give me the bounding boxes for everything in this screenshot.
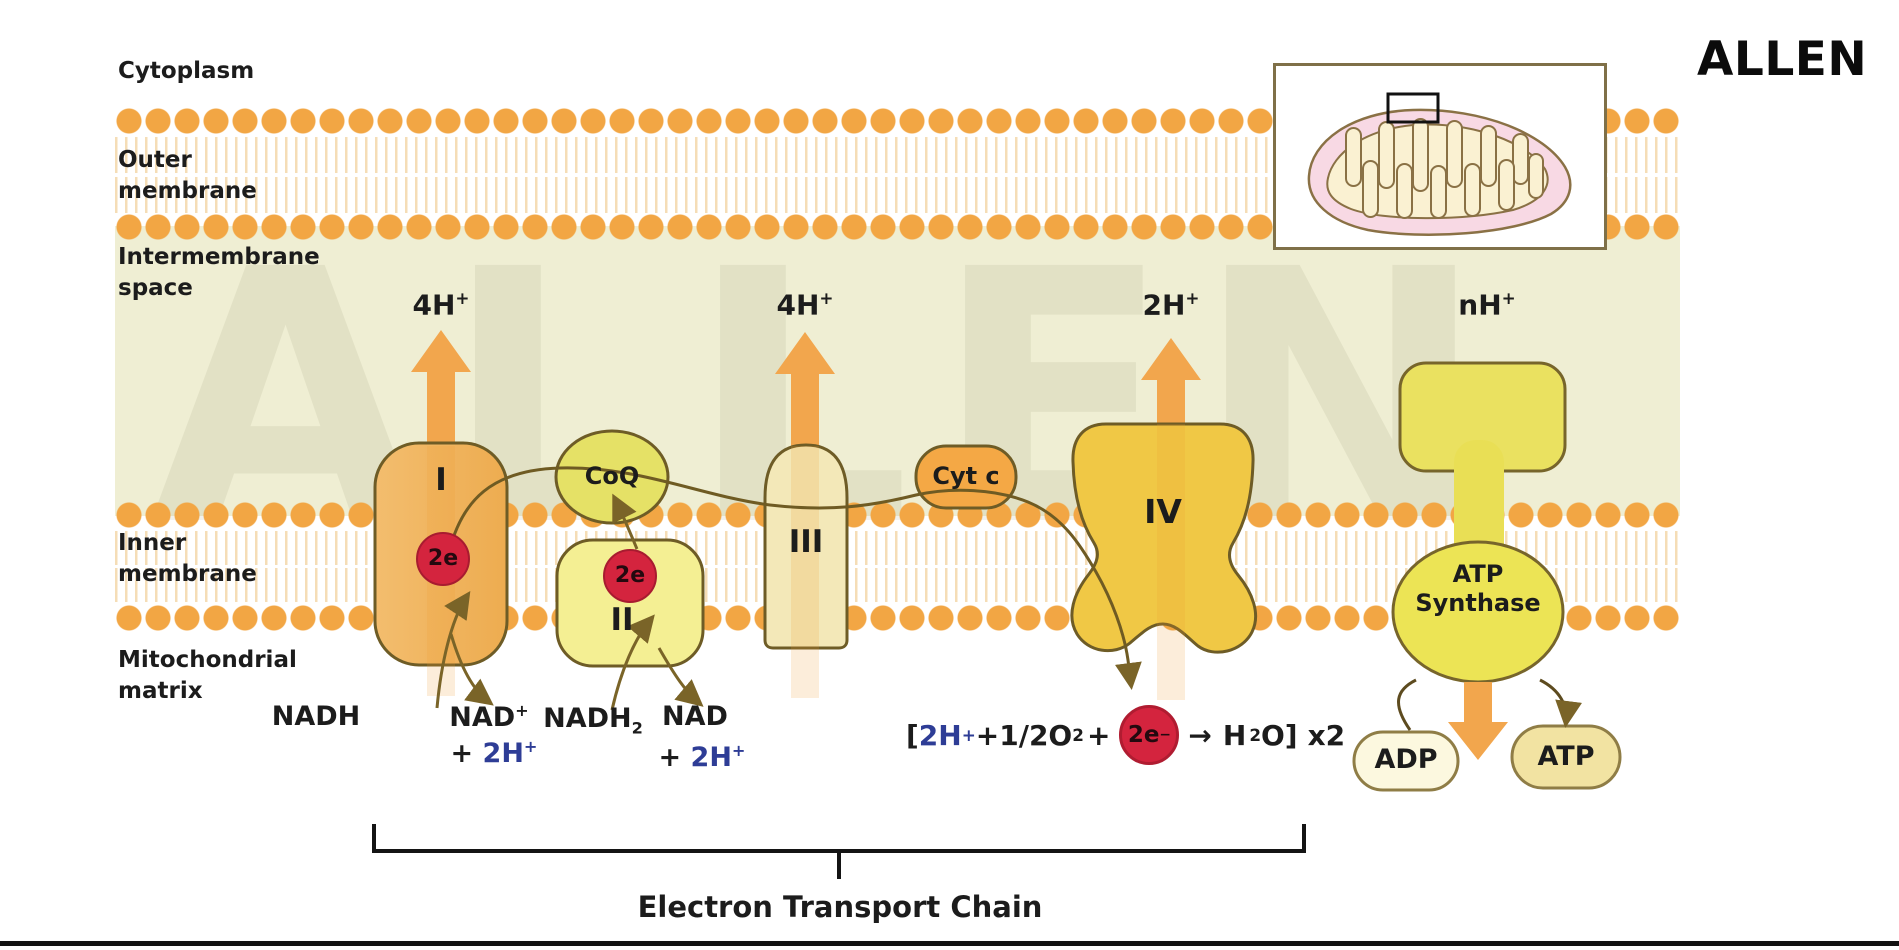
complex-3-body (763, 443, 849, 650)
label-cytoplasm: Cytoplasm (118, 56, 254, 87)
label-2h2-base: 2H (690, 742, 732, 773)
label-plus-2h-2: + 2H+ (659, 741, 746, 773)
label-2h1-base: 2H (482, 738, 524, 769)
label-atp-synthase-line2: Synthase (1415, 589, 1541, 617)
label-2h1-sup: + (523, 737, 538, 756)
reaction-plus: + (1086, 718, 1111, 752)
label-4h-complex3: 4H+ (777, 288, 834, 321)
label-nh-base: nH (1458, 288, 1502, 322)
coq-carrier (554, 429, 670, 525)
label-intermembrane-line1: Intermembrane (118, 244, 320, 270)
inset-zoom-region-rectangle (1386, 92, 1440, 124)
mitochondrion-illustration (1307, 92, 1572, 236)
electron-pair-circle-complex2 (603, 549, 657, 603)
label-outer-line1: Outer (118, 147, 192, 173)
label-atp-synthase: ATP Synthase (1415, 560, 1540, 618)
bottom-border-line (0, 941, 1899, 946)
label-nad-plus: NAD+ (449, 701, 528, 733)
label-plus-2h-1: + 2H+ (451, 737, 538, 769)
label-nad-plus-sup: + (515, 701, 529, 720)
label-2h-c4-sup: + (1185, 288, 1200, 308)
synthase-to-atp-arrow (1539, 678, 1582, 728)
mitochondrion-cristae (1345, 118, 1544, 219)
reaction-water-end: O] (1261, 718, 1298, 752)
label-complex-1: I (435, 462, 447, 498)
adp-to-synthase-curve (1397, 678, 1417, 731)
electron-path-curve (447, 466, 1142, 690)
reaction-water-sub: 2 (1249, 725, 1261, 745)
proton-arrow-synthase-down (1448, 682, 1508, 760)
label-outer-line2: membrane (118, 178, 257, 204)
label-mitochondrial-matrix: Mitochondrial matrix (118, 645, 297, 707)
label-intermembrane-line2: space (118, 275, 193, 301)
label-4h-c1-base: 4H (412, 288, 456, 322)
nadh2-input-arrow (610, 614, 655, 711)
allen-logo: ALLEN (1697, 32, 1868, 87)
label-matrix-line1: Mitochondrial (118, 647, 297, 673)
proton-arrow-complex1 (411, 330, 471, 446)
label-2e-complex1: 2e (427, 546, 459, 571)
label-cytc: Cyt c (932, 462, 1000, 490)
label-2h-c4-base: 2H (1142, 288, 1186, 322)
complex-4-body (1070, 422, 1257, 654)
reaction-multiplier: x2 (1307, 718, 1346, 752)
label-nadh: NADH (271, 701, 361, 732)
adp-pill (1352, 730, 1460, 792)
label-atp: ATP (1537, 741, 1595, 772)
proton-arrow-complex4 (1141, 338, 1201, 424)
reaction-o2-sub: 2 (1072, 725, 1084, 745)
label-4h-c3-sup: + (819, 288, 834, 308)
reaction-electron-circle: 2e− (1119, 705, 1180, 765)
label-nad: NAD (662, 701, 728, 732)
reaction-half-o2: +1/2O (975, 718, 1073, 752)
label-nad-plus-base: NAD (449, 702, 516, 733)
label-nadh2: NADH2 (543, 703, 643, 737)
reaction-arrow: → (1188, 718, 1212, 752)
label-nadh2-base: NADH (543, 703, 632, 734)
label-nadh2-sub: 2 (631, 718, 643, 738)
label-inner-line2: membrane (118, 561, 257, 587)
label-complex-4: IV (1144, 492, 1182, 531)
reaction-2h-sup: + (961, 725, 976, 745)
diagram-caption: Electron Transport Chain (637, 890, 1043, 924)
label-adp: ADP (1374, 744, 1438, 775)
mitochondrion-inset-box (1273, 63, 1607, 250)
label-intermembrane-space: Intermembrane space (118, 242, 320, 304)
label-inner-line1: Inner (118, 530, 187, 556)
label-4h-c3-base: 4H (776, 288, 820, 322)
electron-pair-circle-complex1 (416, 532, 470, 586)
proton-shaft-ghost-complex4 (1157, 424, 1185, 700)
label-coq: CoQ (584, 462, 640, 490)
proton-shaft-ghost-complex3 (791, 446, 819, 698)
reaction-water-h: H (1222, 718, 1247, 752)
nadh-input-arrow (435, 591, 471, 709)
label-nh-sup: + (1501, 288, 1516, 308)
complex2-to-coq-arrow (612, 493, 639, 550)
label-matrix-line2: matrix (118, 678, 203, 704)
label-inner-membrane: Inner membrane (118, 528, 257, 590)
reaction-open-bracket: [ (906, 718, 919, 752)
label-plus2: + (658, 742, 691, 773)
reaction-2e-sup: − (1159, 727, 1171, 743)
label-2h-complex4: 2H+ (1143, 288, 1200, 321)
label-plus1: + (450, 738, 483, 769)
label-complex-3: III (788, 524, 824, 560)
label-cytoplasm-text: Cytoplasm (118, 58, 255, 84)
nad-output-arrow (449, 633, 494, 706)
label-2e-complex2: 2e (614, 563, 646, 588)
reaction-2e-base: 2e (1127, 722, 1160, 748)
label-2h2-sup: + (731, 741, 746, 760)
etc-bracket (372, 824, 1306, 879)
label-outer-membrane: Outer membrane (118, 145, 257, 207)
reaction-2h-base: 2H (918, 718, 962, 752)
label-4h-complex1: 4H+ (413, 288, 470, 321)
label-atp-synthase-line1: ATP (1452, 560, 1504, 588)
nad2-output-arrow (657, 647, 704, 707)
proton-arrow-complex3 (775, 332, 835, 446)
label-nh-synthase: nH+ (1458, 288, 1515, 321)
label-complex-2: II (610, 602, 634, 638)
label-4h-c1-sup: + (455, 288, 470, 308)
